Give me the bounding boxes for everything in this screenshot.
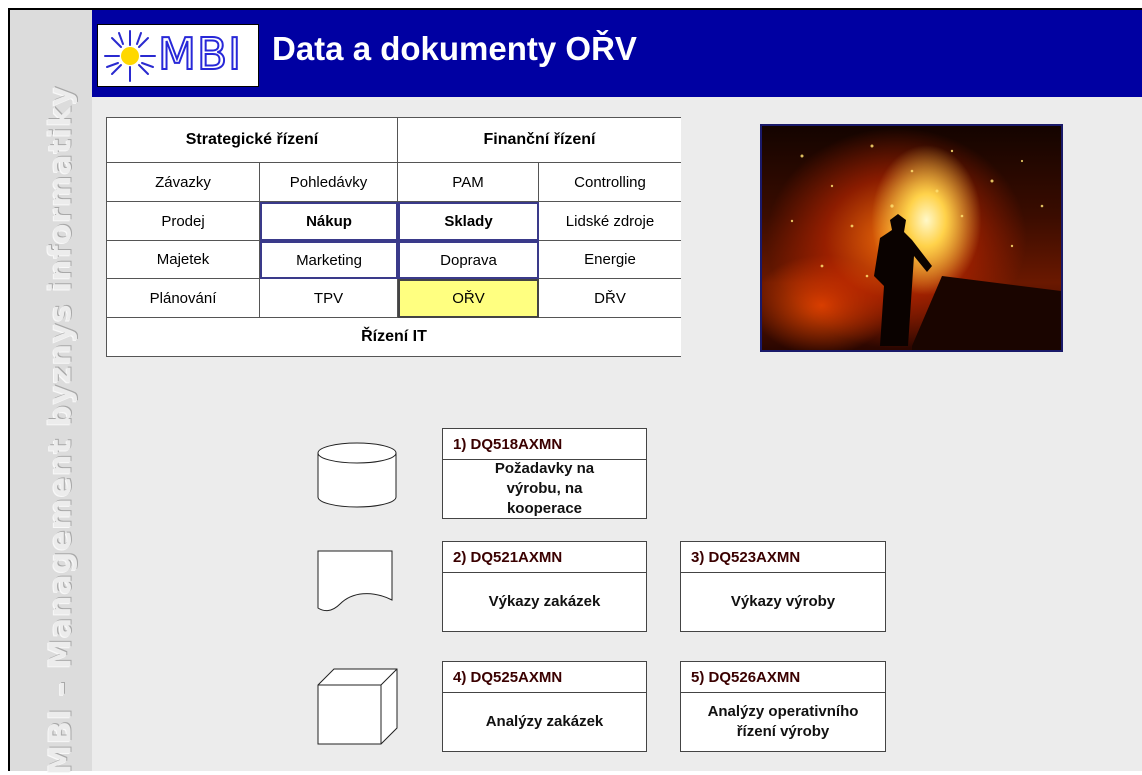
menu-orv-selected[interactable]: OŘV (398, 279, 539, 318)
menu-controlling[interactable]: Controlling (539, 163, 681, 202)
document-icon (317, 550, 393, 612)
doc-code: 5) DQ526AXMN (681, 662, 885, 693)
module-menu: Strategické řízení Finanční řízení Závaz… (106, 117, 681, 357)
menu-doprava[interactable]: Doprava (398, 241, 539, 279)
menu-planovani[interactable]: Plánování (107, 279, 260, 318)
doc-card-2[interactable]: 2) DQ521AXMN Výkazy zakázek (442, 541, 647, 632)
database-icon (317, 442, 397, 508)
doc-description: Požadavky na výrobu, na kooperace (494, 460, 595, 517)
doc-card-4[interactable]: 4) DQ525AXMN Analýzy zakázek (442, 661, 647, 752)
menu-zavazky[interactable]: Závazky (107, 163, 260, 202)
menu-lidske-zdroje[interactable]: Lidské zdroje (539, 202, 681, 241)
doc-code: 1) DQ518AXMN (443, 429, 646, 460)
menu-financni-rizeni[interactable]: Finanční řízení (398, 118, 681, 163)
doc-card-1[interactable]: 1) DQ518AXMN Požadavky na výrobu, na koo… (442, 428, 647, 519)
logo-text: MBI (157, 28, 243, 81)
menu-majetek[interactable]: Majetek (107, 241, 260, 279)
doc-description: Výkazy zakázek (488, 593, 601, 610)
menu-rizeni-it[interactable]: Řízení IT (107, 318, 681, 356)
header-bar (92, 10, 1142, 97)
menu-drv[interactable]: DŘV (539, 279, 681, 318)
menu-strategicke-rizeni[interactable]: Strategické řízení (107, 118, 398, 163)
page-title: Data a dokumenty OŘV (272, 30, 637, 67)
sidebar-caption: MBI – Management byznys informatiky (43, 85, 79, 775)
doc-code: 3) DQ523AXMN (681, 542, 885, 573)
menu-marketing[interactable]: Marketing (260, 241, 398, 279)
sidebar: MBI – Management byznys informatiky (10, 10, 92, 775)
menu-tpv[interactable]: TPV (260, 279, 398, 318)
doc-code: 2) DQ521AXMN (443, 542, 646, 573)
doc-description: Výkazy výroby (730, 593, 836, 610)
menu-prodej[interactable]: Prodej (107, 202, 260, 241)
worker-silhouette-icon (790, 144, 1061, 350)
menu-pam[interactable]: PAM (398, 163, 539, 202)
doc-code: 4) DQ525AXMN (443, 662, 646, 693)
menu-sklady[interactable]: Sklady (398, 202, 539, 241)
menu-nakup[interactable]: Nákup (260, 202, 398, 241)
logo: MBI (97, 24, 259, 87)
doc-description: Analýzy operativního řízení výroby (707, 703, 859, 740)
doc-card-5[interactable]: 5) DQ526AXMN Analýzy operativního řízení… (680, 661, 886, 752)
menu-energie[interactable]: Energie (539, 241, 681, 279)
menu-pohledavky[interactable]: Pohledávky (260, 163, 398, 202)
sun-icon (104, 30, 156, 82)
steel-mill-photo (760, 124, 1063, 352)
doc-card-3[interactable]: 3) DQ523AXMN Výkazy výroby (680, 541, 886, 632)
cube-icon (317, 668, 398, 745)
doc-description: Analýzy zakázek (485, 713, 604, 730)
